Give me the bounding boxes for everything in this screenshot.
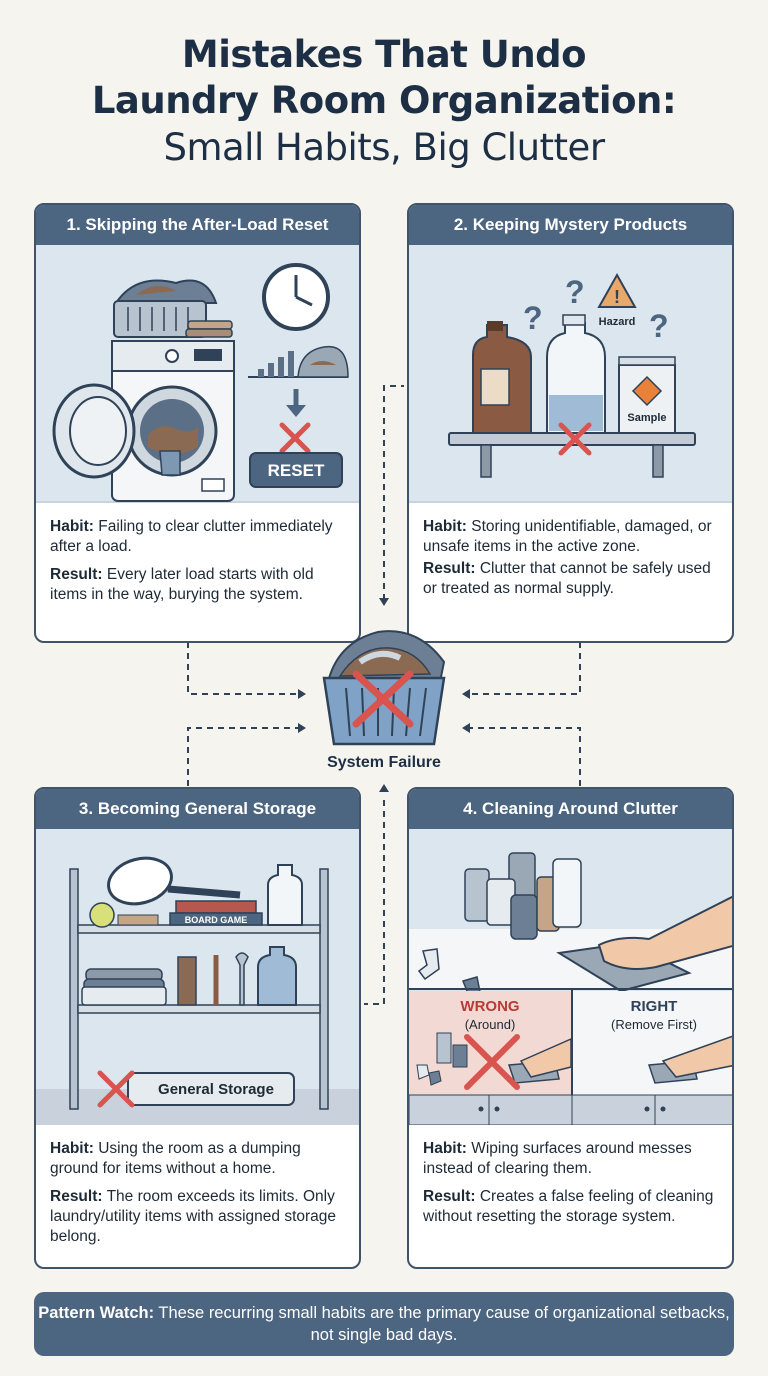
wrong-sublabel: (Around) (465, 1017, 516, 1032)
card-illustration: Sample ! Hazard ? ? ? (409, 245, 732, 503)
habit-text: Habit: Failing to clear clutter immediat… (50, 518, 333, 555)
hazard-label: Hazard (599, 316, 636, 328)
title-line-2: Laundry Room Organization: (91, 79, 677, 122)
card-illustration: WRONG (Around) RIGHT (Remove First) (409, 829, 732, 1125)
svg-text:?: ? (523, 300, 543, 336)
card-heading: 1. Skipping the After-Load Reset (36, 205, 359, 245)
x-mark-icon (97, 1070, 135, 1108)
card-general-storage: 3. Becoming General Storage BOARD GAME (34, 787, 361, 1269)
reset-label: RESET (268, 461, 325, 480)
down-arrow-icon (286, 389, 306, 417)
x-mark-icon (464, 1034, 520, 1090)
card-after-load-reset: 1. Skipping the After-Load Reset (34, 203, 361, 643)
svg-text:?: ? (565, 274, 585, 310)
card-mystery-products: 2. Keeping Mystery Products Sample ! (407, 203, 734, 643)
result-text: Result: Every later load starts with old… (50, 566, 314, 603)
title-line-1: Mistakes That Undo (181, 33, 587, 76)
card-cleaning-around-clutter: 4. Cleaning Around Clutter WRONG (Around (407, 787, 734, 1269)
card-heading: 4. Cleaning Around Clutter (409, 789, 732, 829)
card-heading: 2. Keeping Mystery Products (409, 205, 732, 245)
result-text: Result: The room exceeds its limits. Onl… (50, 1188, 337, 1245)
habit-text: Habit: Wiping surfaces around messes ins… (423, 1140, 692, 1177)
page-title: Mistakes That Undo Laundry Room Organiza… (0, 32, 768, 172)
habit-text: Habit: Using the room as a dumping groun… (50, 1140, 301, 1177)
x-mark-icon (279, 422, 311, 454)
svg-text:?: ? (649, 308, 669, 344)
result-text: Result: Creates a false feeling of clean… (423, 1188, 714, 1225)
card-illustration: BOARD GAME General Storage (36, 829, 359, 1125)
footer-label: Pattern Watch: (38, 1304, 155, 1322)
pattern-watch-banner: Pattern Watch: These recurring small hab… (34, 1292, 734, 1356)
clock-icon (262, 263, 330, 331)
card-heading: 3. Becoming General Storage (36, 789, 359, 829)
board-game-label: BOARD GAME (185, 915, 248, 925)
general-storage-label: General Storage (158, 1081, 274, 1098)
svg-text:!: ! (614, 287, 620, 307)
habit-text: Habit: Storing unidentifiable, damaged, … (423, 518, 712, 555)
right-sublabel: (Remove First) (611, 1017, 697, 1032)
system-failure-label: System Failure (327, 754, 441, 771)
hazard-icon: ! (597, 272, 637, 308)
x-mark-icon (352, 670, 414, 728)
sample-label: Sample (627, 412, 666, 424)
laundry-basket-icon (322, 630, 446, 746)
system-failure: System Failure (300, 612, 468, 782)
result-text: Result: Clutter that cannot be safely us… (423, 560, 711, 597)
question-mark-icon: ? ? ? (523, 274, 669, 344)
card-illustration: RESET (36, 245, 359, 503)
title-subtitle: Small Habits, Big Clutter (163, 126, 605, 169)
right-label: RIGHT (631, 998, 678, 1015)
x-mark-icon (558, 422, 592, 456)
footer-text: These recurring small habits are the pri… (158, 1304, 730, 1344)
wrong-label: WRONG (460, 998, 519, 1015)
